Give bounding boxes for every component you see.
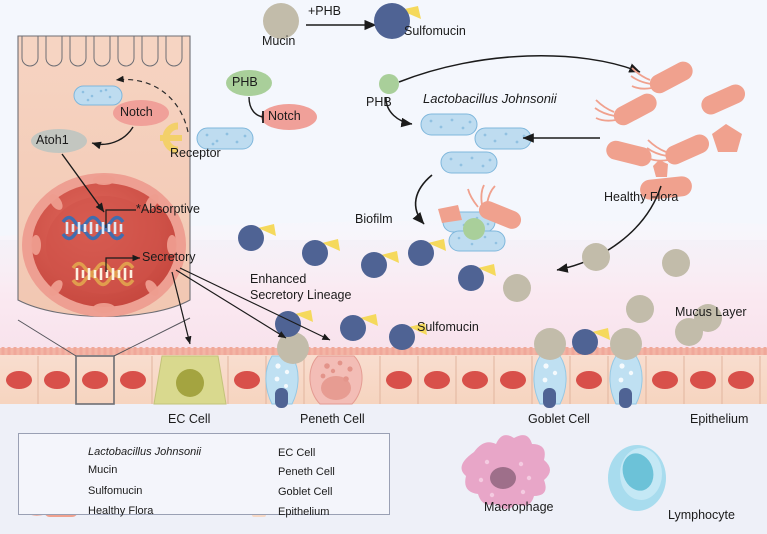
phb-notch-inhibition-group [226, 70, 317, 130]
phb-flora-arrow-group [379, 55, 641, 128]
flora-rod [594, 93, 657, 126]
legend-label-lacto: Lactobacillus Johnsonii [88, 446, 202, 458]
goblet-cell-label: Goblet Cell [528, 412, 590, 426]
peneth-cell-glyph [309, 355, 363, 405]
lacto-to-biofilm-arrow [412, 174, 433, 225]
flora-rod [630, 61, 693, 94]
receptor-glyph [160, 122, 182, 154]
mucus-layer-zone [0, 220, 767, 352]
inset-connector-lines [17, 317, 191, 357]
flora-pentagon [712, 124, 742, 152]
flora-rod [640, 176, 692, 200]
receptor-bound-lactobacillus [196, 127, 254, 150]
absorptive-label: *Absorptive [136, 202, 200, 216]
epithelium-label: Epithelium [690, 412, 749, 426]
mucin-label: Mucin [262, 34, 296, 48]
enhanced-line1-label: Enhanced [250, 272, 307, 286]
legend-label-sulfomucin: Sulfomucin [88, 485, 143, 497]
sulfomucin-product-label: Sulfomucin [404, 24, 466, 38]
healthy-flora-cluster [594, 61, 746, 200]
dna-secretory [71, 261, 135, 287]
notch-node-signaling [261, 104, 317, 130]
lactobacillus-rods [420, 113, 532, 174]
peneth-cell-label: Peneth Cell [300, 412, 365, 426]
translocation-arrow [115, 75, 189, 133]
healthy-flora-label: Healthy Flora [604, 190, 679, 204]
secretory-arrow [105, 254, 141, 272]
secretory-label: Secretory [142, 250, 196, 264]
sulfomucin-product [374, 3, 421, 39]
phb-reaction-label: +PHB [308, 4, 342, 18]
atoh1-node [31, 129, 87, 153]
dna-absorptive [61, 215, 125, 241]
legend-label-peneth: Peneth Cell [278, 466, 335, 478]
epithelial-nuclei [6, 371, 754, 389]
phb-node-signaling [226, 70, 272, 96]
phb-to-lacto-arrow [385, 97, 413, 128]
macrophage-label: Macrophage [484, 500, 554, 514]
sulfomucin-particles [238, 224, 610, 355]
atoh1-label: Atoh1 [36, 133, 69, 147]
top-reaction-group [263, 3, 421, 39]
lymphocyte-glyph [608, 445, 666, 511]
inset-cell-panel [17, 35, 191, 318]
macrophage-glyph [461, 435, 550, 509]
legend-label-mucin: Mucin [88, 464, 118, 476]
legend-label-flora: Healthy Flora [88, 505, 154, 517]
phb-label-signaling: PHB [232, 75, 258, 89]
mucus-layer-label: Mucus Layer [675, 305, 747, 319]
phb-to-flora-arrow [398, 55, 641, 83]
inset-source-cell [75, 355, 115, 405]
legend-label-ec: EC Cell [278, 447, 316, 459]
flora-fragment [653, 160, 668, 177]
notch-node [113, 100, 169, 126]
legend-label-goblet: Goblet Cell [278, 486, 333, 498]
phb-label-flora: PHB [366, 95, 392, 109]
goblet-cell-glyph-1 [265, 332, 309, 408]
internalized-lactobacillus [73, 85, 123, 106]
absorptive-bracket [105, 209, 136, 228]
brush-border [0, 348, 767, 355]
flora-to-mucus-arrow [556, 185, 662, 273]
secretory-to-cells-arrows [171, 267, 331, 345]
mucin-particles [503, 243, 722, 346]
flora-rod [701, 84, 746, 115]
lymphocyte-label: Lymphocyte [668, 508, 735, 522]
notch-label-signaling: Notch [268, 109, 301, 123]
ec-cell-glyph [153, 355, 227, 405]
mucin-circle [263, 3, 299, 39]
goblet-cell-glyph-3 [609, 328, 643, 408]
biofilm-cluster [438, 184, 522, 252]
notch-to-atoh1-arrow [91, 126, 134, 150]
atoh1-to-nucleus-arrow [61, 153, 105, 213]
receptor-label: Receptor [170, 146, 221, 160]
biofilm-label: Biofilm [355, 212, 393, 226]
nucleus [22, 173, 186, 317]
nuclear-pores [31, 175, 177, 313]
legend-label-epithelium: Epithelium [278, 506, 330, 518]
flora-rod [606, 140, 652, 167]
goblet-cell-glyph-2 [533, 328, 567, 408]
ec-cell-label: EC Cell [168, 412, 211, 426]
notch-label-inset: Notch [120, 105, 153, 119]
species-label: Lactobacillus Johnsonii [423, 91, 557, 106]
legend-box [18, 433, 390, 515]
enhanced-line2-label: Secretory Lineage [250, 288, 352, 302]
phb-circle-flora [379, 74, 399, 94]
sulfomucin-label-mucus: Sulfomucin [417, 320, 479, 334]
